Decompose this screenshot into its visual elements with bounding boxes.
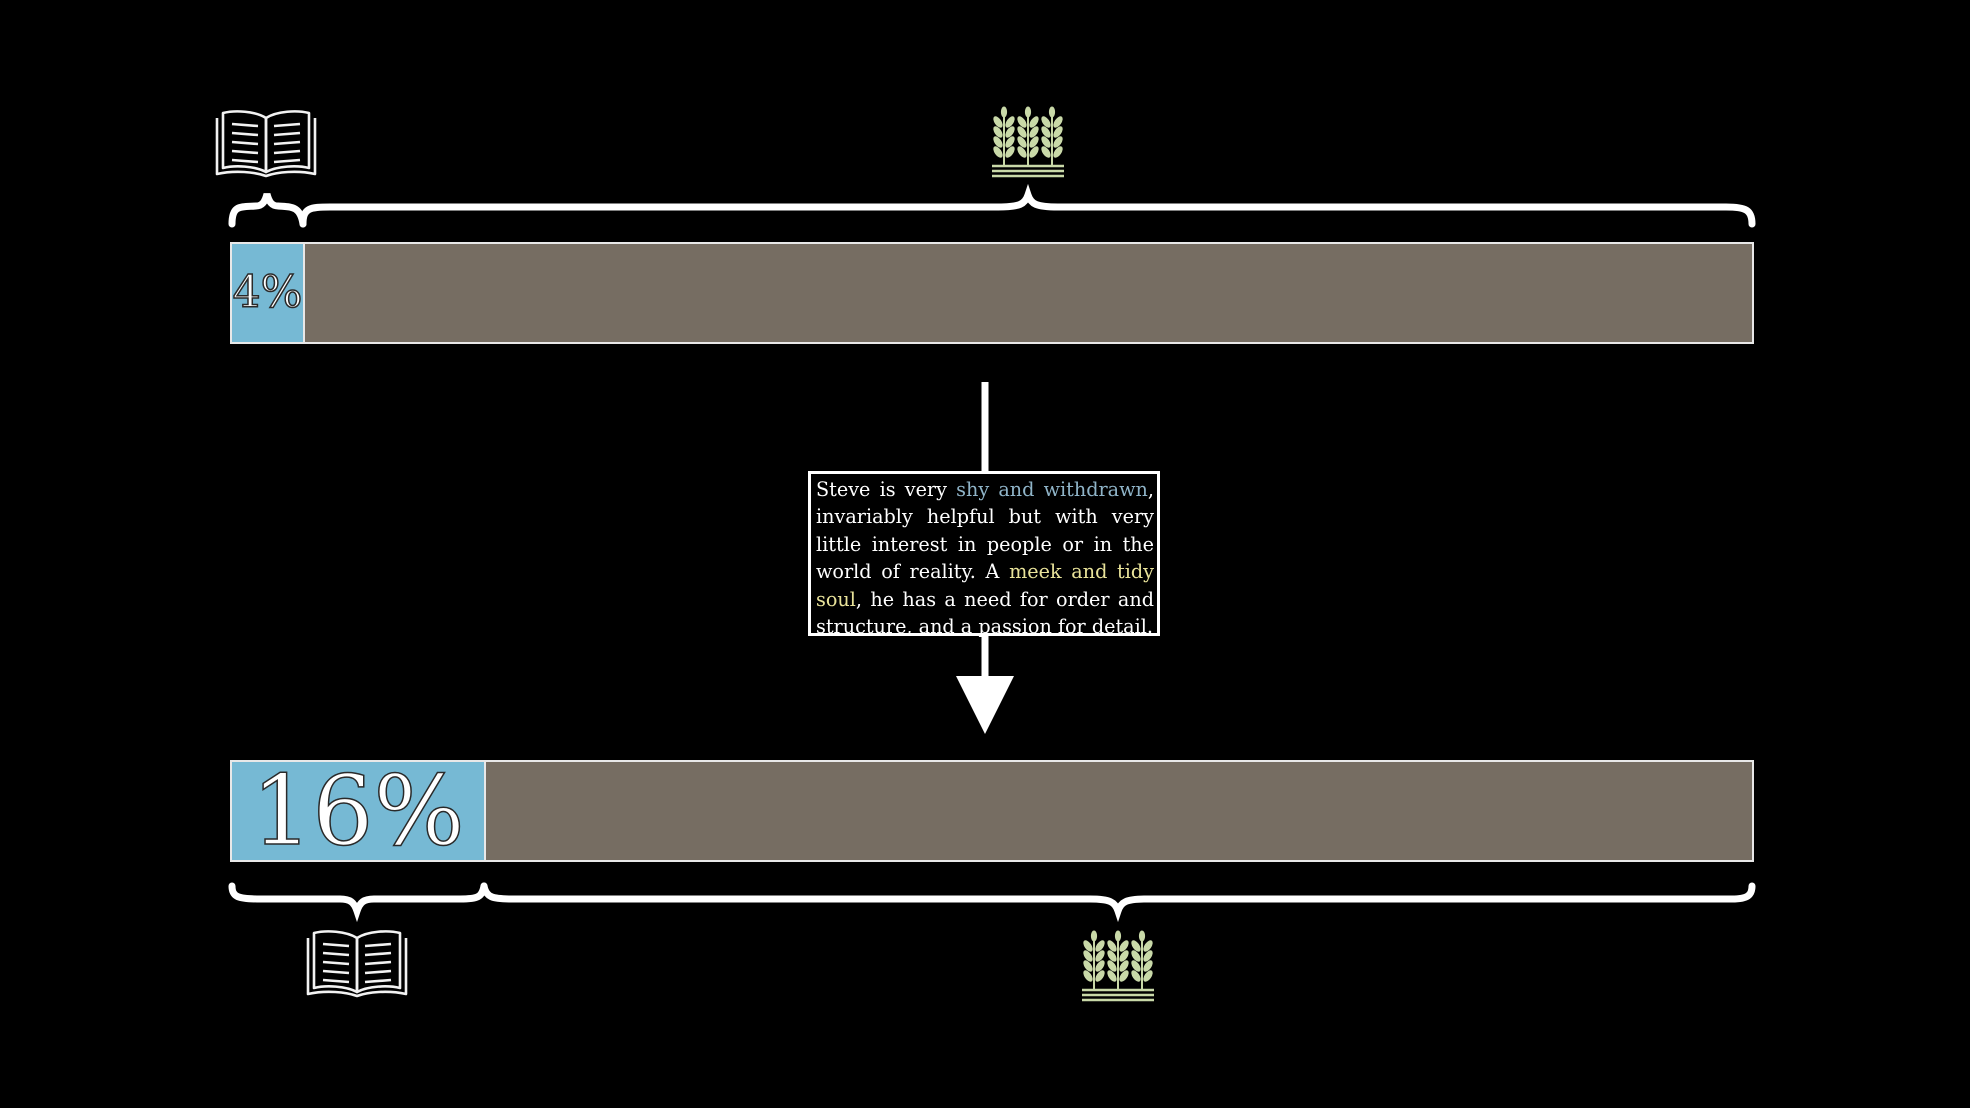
librarian-segment: 16% (232, 762, 486, 860)
wheat-icon (1082, 930, 1154, 1002)
population-bar-posterior: 16% (230, 760, 1754, 862)
highlight-shy: shy and withdrawn (956, 478, 1148, 501)
book-icon (306, 930, 408, 998)
description-text: Steve is very (816, 478, 957, 501)
population-bar-prior: 4% (230, 242, 1754, 344)
highlight-meek: meek and tidy soul (816, 560, 1154, 611)
book-icon (215, 110, 317, 178)
librarian-percentage: 4% (232, 267, 303, 318)
description-text: , he has a need for order and structure,… (816, 587, 1154, 639)
wheat-icon (992, 106, 1064, 178)
description-text: , invariably helpful but with very littl… (816, 478, 1154, 584)
librarian-segment: 4% (232, 244, 305, 342)
steve-description: Steve is very shy and withdrawn, invaria… (808, 471, 1160, 639)
librarian-percentage: 16% (251, 760, 466, 862)
